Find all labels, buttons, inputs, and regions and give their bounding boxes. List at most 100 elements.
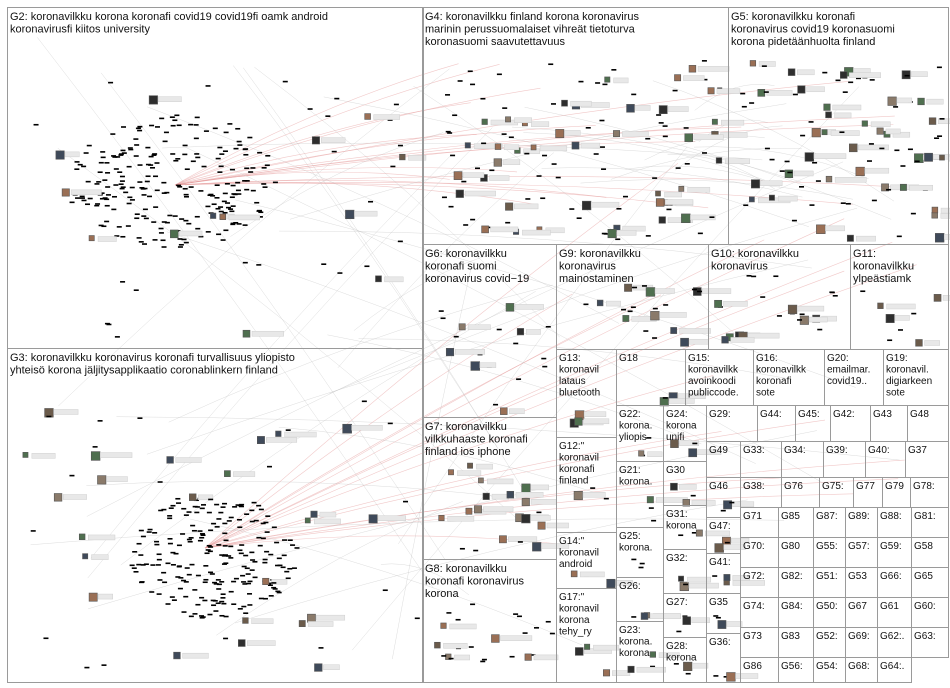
edge-line [174,115,895,186]
group-label-g88: G88: [880,511,902,522]
group-label-g82: G82: [781,571,803,582]
node-marker [729,501,735,504]
group-label-g36: G36: [709,637,731,648]
node-label-chip [271,579,288,585]
user-avatar-icon [688,448,698,458]
node-marker [631,93,637,96]
node-marker [470,83,476,86]
node-marker [161,192,167,194]
node-marker [871,199,877,202]
user-avatar-icon [881,183,889,192]
user-avatar-icon [491,634,500,643]
node-marker [276,557,282,560]
user-avatar-icon [242,329,251,338]
node-marker [275,590,281,593]
node-marker [445,94,451,96]
node-marker [176,544,182,547]
user-avatar-icon [928,117,937,125]
node-marker [152,239,158,241]
node-label-chip [473,143,503,149]
user-avatar-icon [364,113,371,120]
node-marker [97,171,103,174]
node-marker [105,186,111,188]
group-box-g69 [845,627,878,658]
user-avatar-icon [310,510,318,518]
node-marker [743,204,749,207]
node-marker [684,163,690,165]
node-marker [184,168,190,171]
node-marker [104,198,110,201]
node-marker [141,243,147,245]
group-box-g84 [778,597,814,628]
node-marker [231,193,237,195]
user-avatar-icon [224,470,231,477]
group-box-g49 [706,441,741,478]
node-label-chip [503,144,520,151]
node-marker [154,543,160,546]
node-label-chip [691,617,710,624]
node-marker [228,590,234,593]
node-marker [256,209,262,212]
group-label-g42: G42: [833,409,855,420]
node-marker [252,576,258,579]
node-label-chip [635,105,651,111]
node-marker [251,501,257,504]
node-marker [75,197,81,199]
user-avatar-icon [573,490,583,501]
edge-line [523,132,765,181]
node-marker [551,163,557,165]
node-label-chip [408,154,427,161]
node-marker [397,240,403,243]
node-marker [218,165,224,168]
user-avatar-icon [645,287,656,297]
node-marker [673,663,679,665]
node-marker [215,579,221,581]
node-marker [146,531,152,533]
user-avatar-icon [825,175,833,183]
group-label-g80: G80 [781,541,800,552]
node-marker [258,597,264,600]
node-marker [214,184,220,186]
node-label-chip [233,471,256,477]
node-label-chip [796,305,825,312]
node-marker [205,205,211,208]
edge-line [190,518,583,646]
node-marker [208,193,214,196]
node-marker [183,581,189,583]
group-box-g3 [7,348,424,683]
node-marker [243,148,249,150]
node-marker [712,575,718,577]
node-marker [212,581,218,584]
node-label-chip [613,77,629,84]
node-marker [250,167,256,169]
user-avatar-icon [311,136,320,145]
group-label-g32: G32: [666,553,688,564]
user-avatar-icon [499,535,507,544]
node-label-chip [593,644,620,651]
node-marker [287,539,293,541]
node-marker [910,212,916,215]
node-label-chip [796,69,815,76]
node-label-chip [70,189,102,196]
node-marker [211,604,217,607]
group-label-g73: G73 [743,631,762,642]
node-marker [749,102,755,104]
node-marker [228,208,234,210]
node-marker [438,310,444,312]
node-marker [240,574,246,577]
node-marker [199,507,205,510]
node-label-chip [266,437,298,443]
user-avatar-icon [470,361,480,371]
node-marker [690,494,696,497]
node-marker [691,532,697,534]
node-marker [170,153,176,155]
edge-line [337,152,555,369]
node-marker [188,186,194,188]
node-marker [489,169,495,172]
node-marker [907,148,913,151]
node-marker [190,160,196,163]
node-marker [502,107,508,109]
